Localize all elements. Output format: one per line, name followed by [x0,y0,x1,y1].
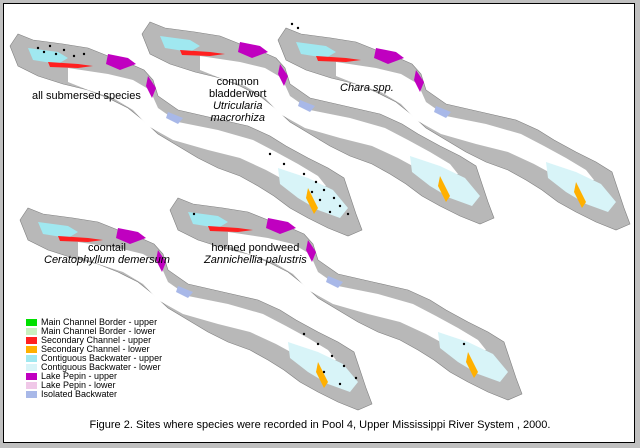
legend-swatch [26,319,37,326]
legend-item: Isolated Backwater [26,390,162,399]
legend-label: Secondary Channel - lower [41,344,150,354]
legend-item: Main Channel Border - upper [26,318,162,327]
label-all-submersed: all submersed species [32,90,141,102]
legend-item: Lake Pepin - upper [26,372,162,381]
legend-label: Main Channel Border - upper [41,317,158,327]
legend-label: Main Channel Border - lower [41,326,156,336]
map-chara [277,22,631,231]
legend-swatch [26,355,37,362]
legend-swatch [26,346,37,353]
legend-swatch [26,328,37,335]
legend-label: Contiguous Backwater - upper [41,353,163,363]
legend-item: Lake Pepin - lower [26,381,162,390]
map-all-submersed [9,33,363,237]
legend-label: Lake Pepin - upper [41,371,118,381]
legend-label: Isolated Backwater [41,389,118,399]
legend-swatch [26,364,37,371]
legend-label: Secondary Channel - upper [41,335,152,345]
figure-caption: Figure 2. Sites where species were recor… [89,419,551,431]
site-points [36,44,350,216]
label-horned-pondweed: horned pondweed Zannichellia palustris [204,242,307,266]
label-bladderwort: common bladderwort Utricularia macrorhiz… [209,76,267,124]
label-coontail: coontail Ceratophyllum demersum [44,242,170,266]
legend-label: Lake Pepin - lower [41,380,116,390]
legend-swatch [26,373,37,380]
legend-item: Main Channel Border - lower [26,327,162,336]
legend-label: Contiguous Backwater - lower [41,362,161,372]
label-chara: Chara spp. [340,82,394,94]
legend-swatch [26,391,37,398]
legend-item: Contiguous Backwater - lower [26,363,162,372]
legend-item: Contiguous Backwater - upper [26,354,162,363]
legend-item: Secondary Channel - lower [26,345,162,354]
legend-item: Secondary Channel - upper [26,336,162,345]
map-coontail [19,207,373,411]
figure-frame: all submersed species common bladderwort… [3,3,635,443]
map-horned-pondweed [169,197,523,401]
legend-swatch [26,337,37,344]
river-maps [9,21,631,411]
legend-swatch [26,382,37,389]
